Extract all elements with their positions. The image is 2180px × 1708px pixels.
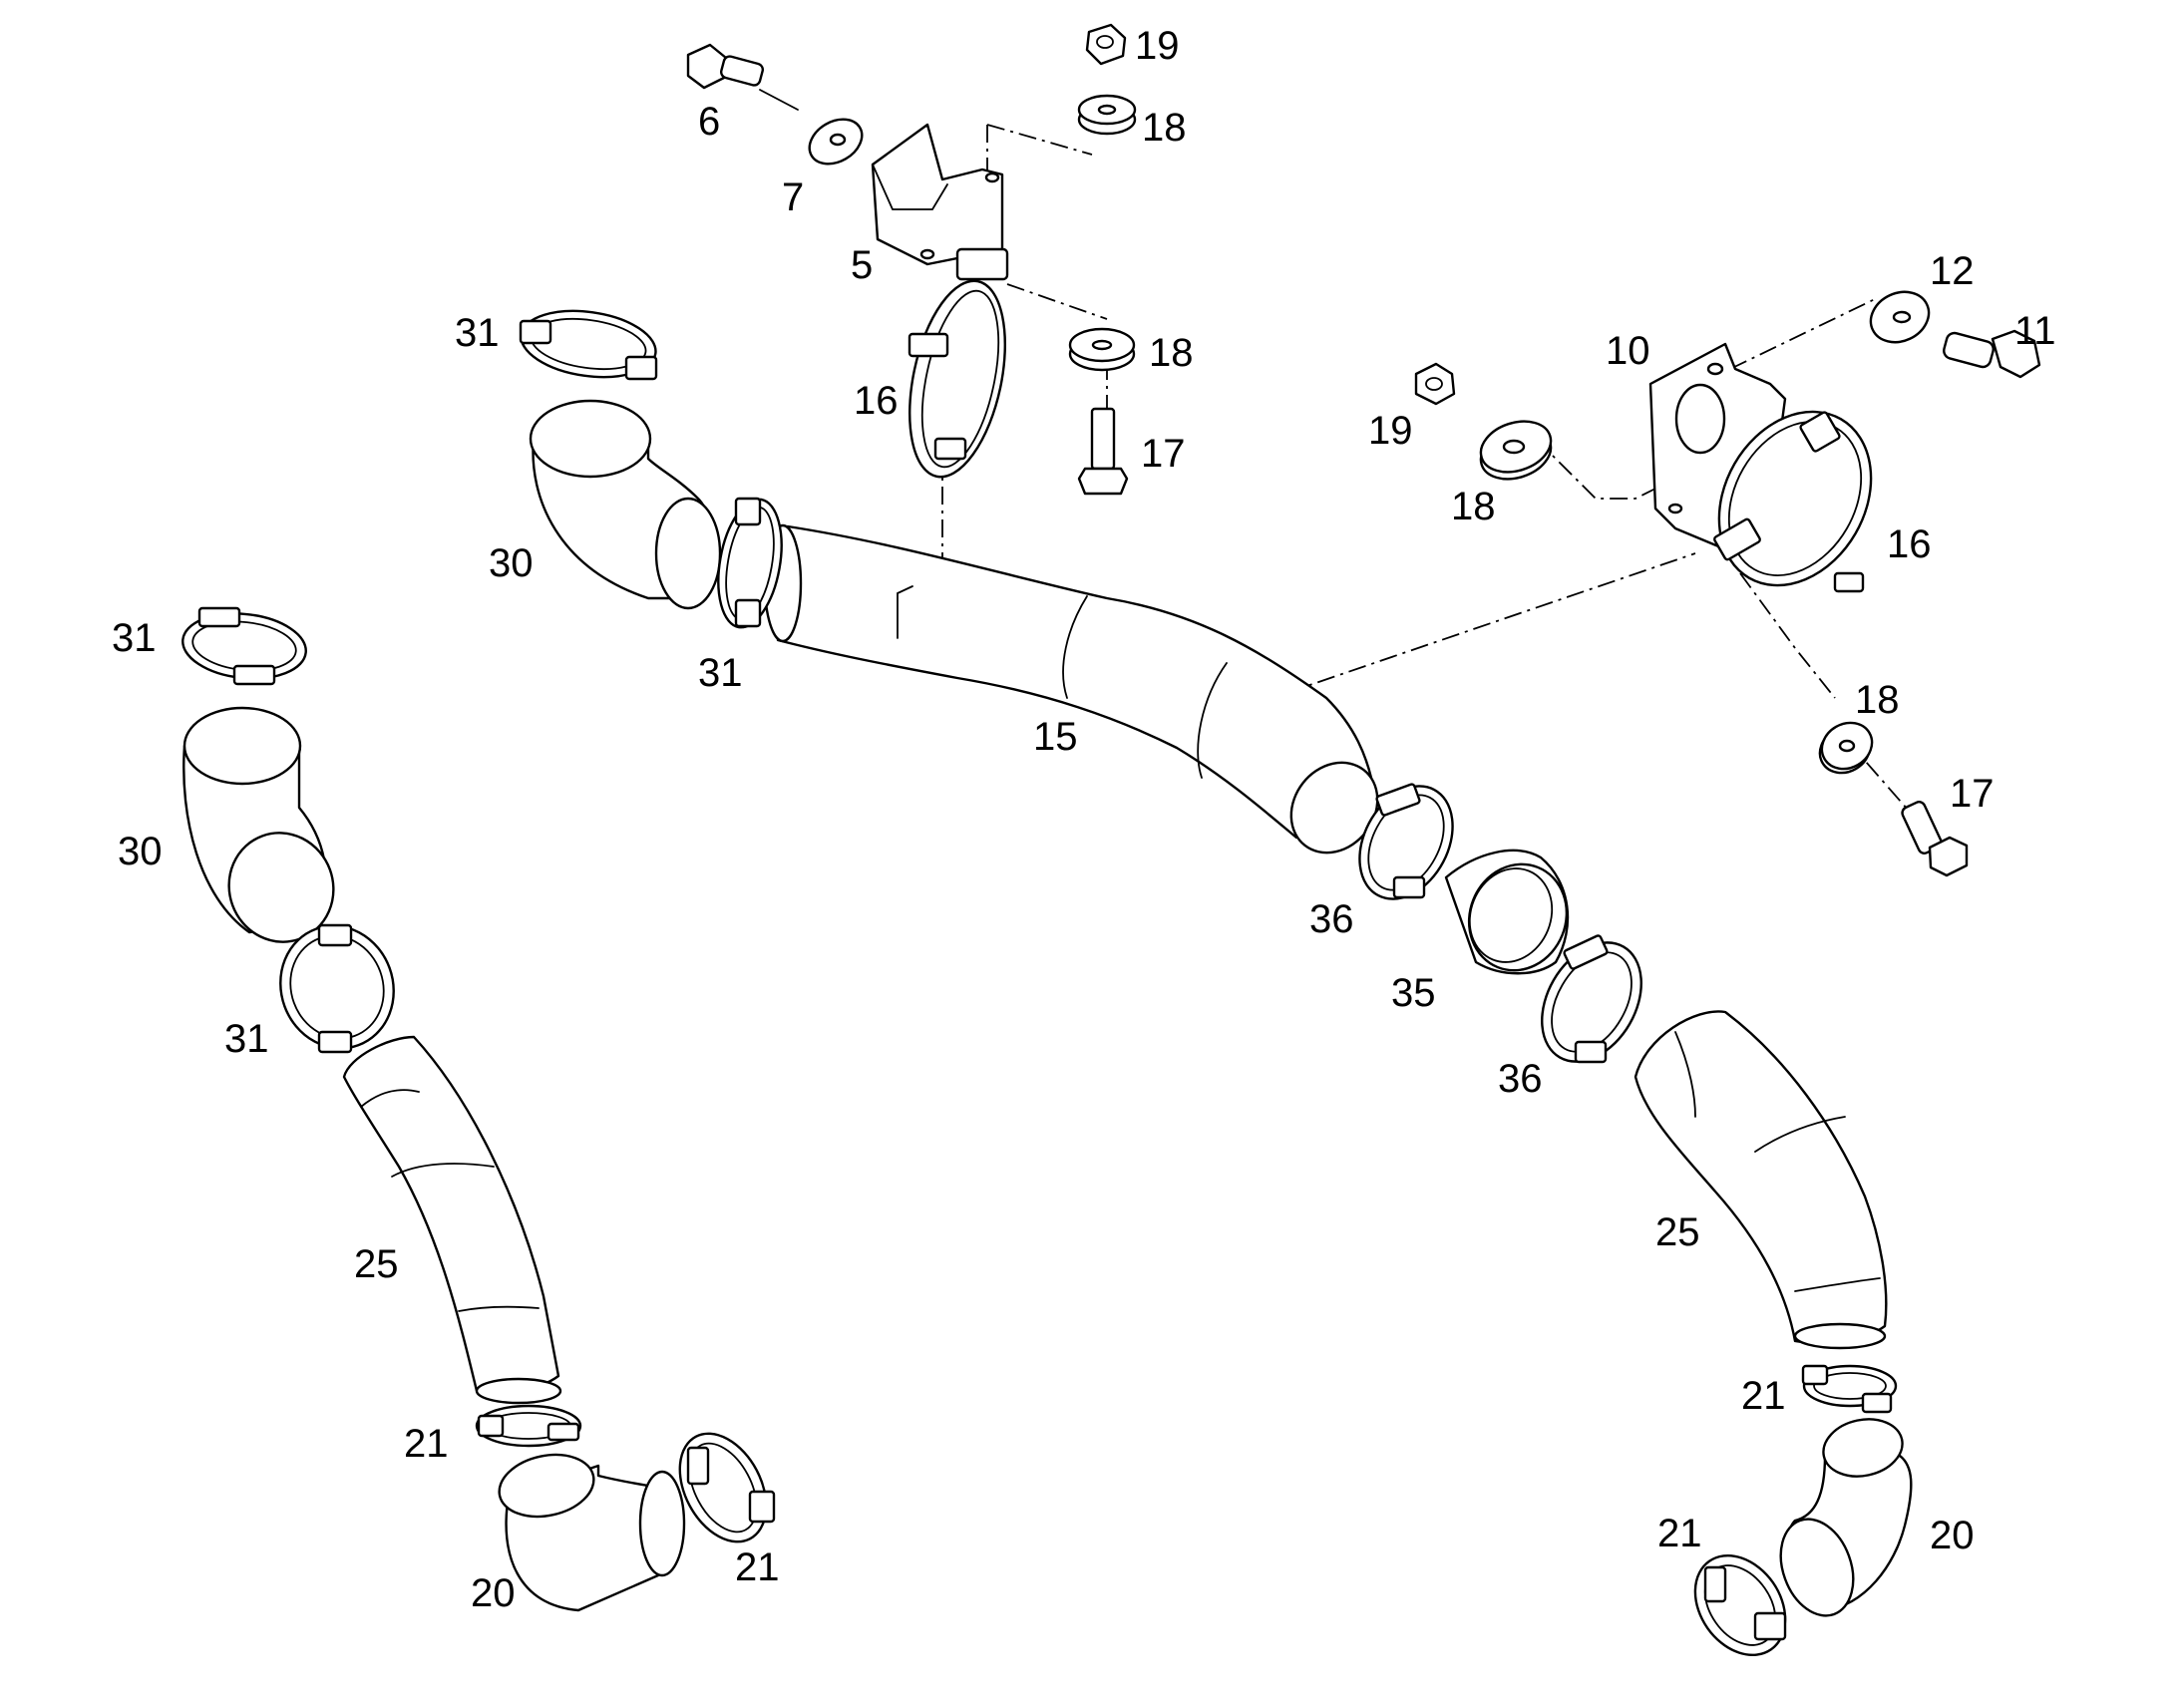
callout-21-right-bottom: 21: [1657, 1512, 1702, 1555]
elbow-20-right: [1779, 1418, 1913, 1617]
callout-25-right: 25: [1655, 1210, 1700, 1254]
callout-35: 35: [1391, 971, 1436, 1015]
callout-31-mid: 31: [698, 651, 743, 695]
clamp-21-left-top: [475, 1404, 582, 1448]
sleeve-35: [1444, 849, 1570, 975]
callout-20-right: 20: [1930, 1514, 1975, 1557]
callout-19-top: 19: [1135, 24, 1180, 68]
clamp-21-left-right: [678, 1432, 776, 1543]
callout-36-a: 36: [1309, 897, 1354, 941]
callout-30-top: 30: [489, 541, 534, 585]
callout-15: 15: [1033, 715, 1078, 759]
washer-18-top: [1077, 94, 1137, 136]
callout-6: 6: [698, 100, 721, 144]
clamp-31-mid: [717, 497, 783, 629]
washer-12: [1869, 290, 1931, 344]
clamp-36-b: [1541, 934, 1642, 1064]
callout-18-right-bottom: 18: [1855, 678, 1900, 722]
clamp-21-right-bottom: [1693, 1553, 1787, 1657]
callout-17-top: 17: [1141, 432, 1186, 476]
clamp-16-right: [1713, 410, 1873, 593]
callout-31-top: 31: [455, 311, 500, 355]
callout-16-top: 16: [854, 379, 899, 423]
washer-18-right-top: [1479, 420, 1553, 481]
callout-31-left-mid: 31: [224, 1017, 269, 1061]
callout-21-left-right: 21: [735, 1545, 780, 1589]
washer-7: [808, 118, 864, 166]
callout-7: 7: [782, 175, 805, 219]
clamp-31-left-mid: [279, 923, 395, 1054]
callout-16-right: 16: [1887, 522, 1932, 566]
washer-18-right-bottom: [1818, 721, 1874, 775]
hose-25-left: [342, 1035, 562, 1405]
callout-12: 12: [1930, 249, 1975, 293]
pipe-15: [763, 523, 1379, 854]
clamp-31-left-top: [182, 606, 307, 686]
washer-18-mid: [1068, 327, 1136, 372]
callout-36-b: 36: [1498, 1057, 1543, 1101]
callout-21-right-top: 21: [1741, 1374, 1786, 1418]
hose-25-right: [1634, 1010, 1888, 1350]
callout-10: 10: [1606, 329, 1650, 373]
clamp-36-a: [1358, 783, 1454, 900]
callout-20-left: 20: [471, 1571, 516, 1615]
callout-19-right: 19: [1368, 409, 1413, 453]
callout-5: 5: [851, 243, 874, 287]
bracket-5: [871, 123, 1004, 266]
callout-18-right-top: 18: [1451, 485, 1496, 528]
nut-19-right: [1414, 362, 1456, 406]
clamp-31-top: [519, 309, 658, 381]
bolt-17-top: [1077, 407, 1129, 496]
callout-30-left: 30: [118, 830, 163, 873]
callout-25-left: 25: [354, 1242, 399, 1286]
callout-18-top: 18: [1142, 106, 1187, 150]
clamp-21-right-top: [1801, 1364, 1898, 1414]
bolt-6: [686, 43, 799, 111]
callout-17-right: 17: [1950, 772, 1995, 816]
callout-18-mid: 18: [1149, 331, 1194, 375]
elbow-30-top: [529, 399, 722, 610]
elbow-30-left: [182, 706, 335, 943]
callout-31-left-top: 31: [112, 616, 157, 660]
elbow-20-left: [498, 1453, 686, 1612]
callout-21-left-top: 21: [404, 1422, 449, 1466]
bolt-11: [1943, 329, 2041, 379]
nut-19-top: [1085, 23, 1127, 66]
clamp-16-top: [908, 247, 1009, 479]
bolt-17-right: [1901, 801, 1969, 877]
callout-11: 11: [2014, 309, 2056, 353]
